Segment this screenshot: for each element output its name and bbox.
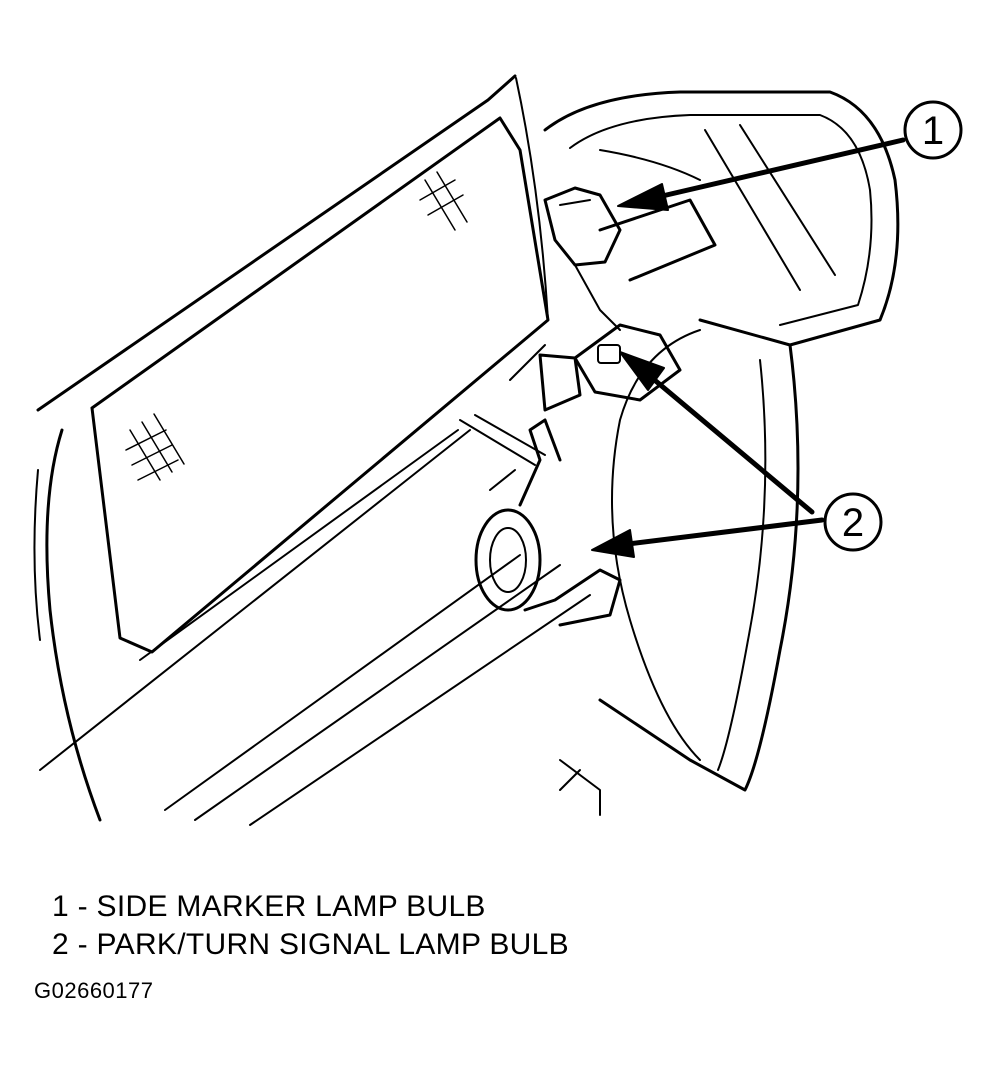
legend: 1 - SIDE MARKER LAMP BULB 2 - PARK/TURN … — [52, 888, 569, 964]
callout-2-leader-upper — [645, 372, 812, 512]
callout-2-leader-lower — [620, 520, 822, 545]
park-turn-socket-lower — [460, 415, 620, 625]
side-marker-socket — [545, 188, 715, 330]
callout-2-arrowhead-lower — [592, 530, 634, 557]
callout-2-arrowhead-upper — [620, 352, 664, 390]
callout-1-leader — [645, 140, 903, 200]
lamp-housing — [545, 92, 898, 815]
callout-2-number: 2 — [842, 501, 864, 545]
legend-item-1: 1 - SIDE MARKER LAMP BULB — [52, 890, 486, 923]
lamp-assembly-illustration: 1 2 — [0, 0, 1001, 860]
callout-1-number: 1 — [922, 109, 944, 153]
callout-2-circle — [825, 494, 881, 550]
callout-2: 2 — [592, 352, 881, 557]
callout-1-arrowhead — [618, 184, 668, 210]
fender-panel — [34, 76, 590, 825]
figure-id: G02660177 — [34, 978, 154, 1003]
callout-1-circle — [905, 102, 961, 158]
park-turn-socket-upper — [510, 325, 680, 410]
legend-item-2: 2 - PARK/TURN SIGNAL LAMP BULB — [52, 928, 569, 961]
callout-1: 1 — [618, 102, 961, 210]
